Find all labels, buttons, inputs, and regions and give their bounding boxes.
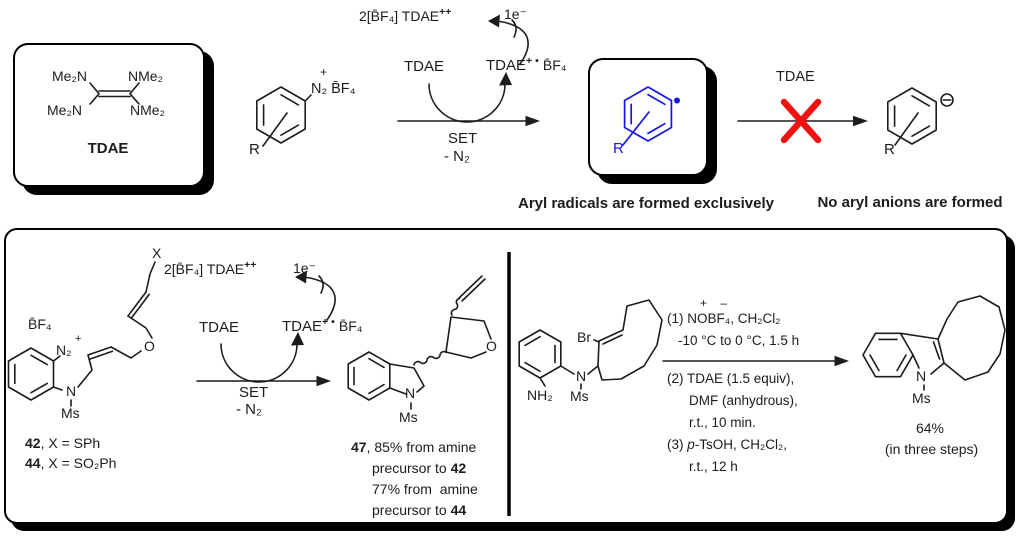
result-line2-text: precursor to <box>372 460 451 476</box>
right-product-yield: 64% <box>915 420 945 436</box>
cycle1-oxidized-label: 2[B̄F₄] TDAE++ <box>359 6 452 24</box>
applications-panel <box>4 228 1008 524</box>
condition-step2b: DMF (anhydrous), <box>689 393 798 408</box>
substrate-n-label: N <box>66 383 77 399</box>
cycle1-tdae-label: TDAE <box>404 58 445 75</box>
blocked-reaction-arrow <box>737 98 868 144</box>
cycle1-radical-text: TDAE <box>486 57 527 74</box>
condition-step2c: r.t., 10 min. <box>689 415 756 430</box>
compound-44-number: 44 <box>25 455 41 471</box>
red-cross-icon <box>780 98 822 144</box>
blocked-tdae-label: TDAE <box>776 69 815 85</box>
variant-42-label: 42, X = SPh <box>25 436 100 451</box>
compound-44-definition: , X = SO₂Ph <box>40 455 117 471</box>
minus-charge-icon <box>940 93 954 107</box>
diazonium-group-label: N₂ B̄F₄ <box>311 81 356 97</box>
right-product-n-label: N <box>916 368 927 384</box>
result-line2: precursor to 42 <box>372 461 466 476</box>
cycle2-radical-charge: + • <box>322 316 335 328</box>
compound-42-definition: , X = SPh <box>40 435 101 451</box>
condition-step1: (1) NOBF₄, CH₂Cl₂ <box>667 311 781 326</box>
caption-no-anions: No aryl anions are formed <box>817 194 1003 211</box>
cycle2-n2-label: - N₂ <box>236 401 262 418</box>
result-line4-text: precursor to <box>372 502 451 518</box>
red-cross-icon <box>780 98 822 144</box>
aryl-anion-structure <box>886 87 954 146</box>
cycle2-oxidized-text: 2[B̄F₄] TDAE <box>164 261 245 277</box>
variant-44-label: 44, X = SO₂Ph <box>25 456 116 471</box>
cycle2-set-label: SET <box>239 384 269 401</box>
aryl-diazonium-structure <box>255 86 312 147</box>
tdae-substituent-ne: NMe₂ <box>128 68 163 84</box>
cycle1-oxidized-text: 2[B̄F₄] TDAE <box>359 8 440 24</box>
right-n-label: N <box>576 368 587 384</box>
tdae-name: TDAE <box>87 140 129 157</box>
aryl-radical-highlight-box <box>588 58 708 176</box>
cycle1-oxidized-charge: ++ <box>439 6 452 18</box>
cycle1-set-label: SET <box>448 130 478 147</box>
cycle2-oxidized-charge: ++ <box>244 259 257 271</box>
cycle1-counterion: B̄F₄ <box>542 57 567 73</box>
right-nh2-label: NH₂ <box>527 387 553 403</box>
condition-step2: (2) TDAE (1.5 equiv), <box>667 371 795 386</box>
substrate-n2-label: N₂ <box>56 342 72 358</box>
r-substituent-label: R <box>249 141 260 158</box>
tdae-substituent-sw: Me₂N <box>47 102 82 118</box>
cycle2-radical-cation-label: TDAE+ • B̄F₄ <box>282 316 363 335</box>
anion-r-label: R <box>884 141 895 158</box>
substrate-o-label: O <box>144 338 155 354</box>
product47-n-label: N <box>405 385 416 401</box>
substrate-x-label: X <box>152 245 162 261</box>
product47-o-label: O <box>486 338 497 354</box>
result-line4-num: 44 <box>450 502 467 518</box>
right-product-ms-label: Ms <box>912 390 931 406</box>
step3-prefix: (3) <box>667 437 688 452</box>
substrate-bf4-label: B̄F₄ <box>28 316 52 332</box>
cycle1-electron-label: 1e⁻ <box>504 6 527 22</box>
tdae-highlight-box <box>13 43 205 187</box>
condition-step3: (3) p-TsOH, CH₂Cl₂, <box>667 437 787 452</box>
right-br-label: Br <box>577 329 591 345</box>
substrate-ms-label: Ms <box>61 405 80 421</box>
result-line1: 47, 85% from amine <box>351 440 476 455</box>
step3-italic-p: p <box>687 437 695 452</box>
caption-aryl-radicals: Aryl radicals are formed exclusively <box>518 195 774 212</box>
result-line2-num: 42 <box>450 460 467 476</box>
nobf4-charges: + – <box>700 296 733 310</box>
cycle1-n2-label: - N₂ <box>444 148 470 165</box>
cycle2-radical-text: TDAE <box>282 318 323 335</box>
radical-r-label: R <box>613 140 624 157</box>
diazonium-plus-charge: + <box>320 65 328 79</box>
substrate-n2-charge: + <box>75 333 82 345</box>
cycle1-radical-charge: + • <box>526 55 539 67</box>
condition-step3b: r.t., 12 h <box>689 459 738 474</box>
result-line1-text: , 85% from amine <box>366 439 477 455</box>
compound-42-number: 42 <box>25 435 41 451</box>
tdae-substituent-nw: Me₂N <box>52 68 87 84</box>
cycle2-tdae-label: TDAE <box>199 319 240 336</box>
product47-ms-label: Ms <box>399 409 418 425</box>
tdae-substituent-se: NMe₂ <box>130 102 165 118</box>
condition-step1b: -10 °C to 0 °C, 1.5 h <box>678 333 800 348</box>
right-product-note: (in three steps) <box>884 441 979 457</box>
cycle2-oxidized-label: 2[B̄F₄] TDAE++ <box>164 259 257 277</box>
cycle2-electron-label: 1e⁻ <box>293 260 316 276</box>
right-ms-label: Ms <box>570 388 589 404</box>
cycle1-radical-cation-label: TDAE+ • B̄F₄ <box>486 55 567 74</box>
compound-47-number: 47 <box>351 439 367 455</box>
result-line4: precursor to 44 <box>372 503 466 518</box>
result-line3: 77% from amine <box>372 481 478 497</box>
step3-rest: -TsOH, CH₂Cl₂, <box>694 437 787 452</box>
cycle2-counterion: B̄F₄ <box>338 318 363 334</box>
